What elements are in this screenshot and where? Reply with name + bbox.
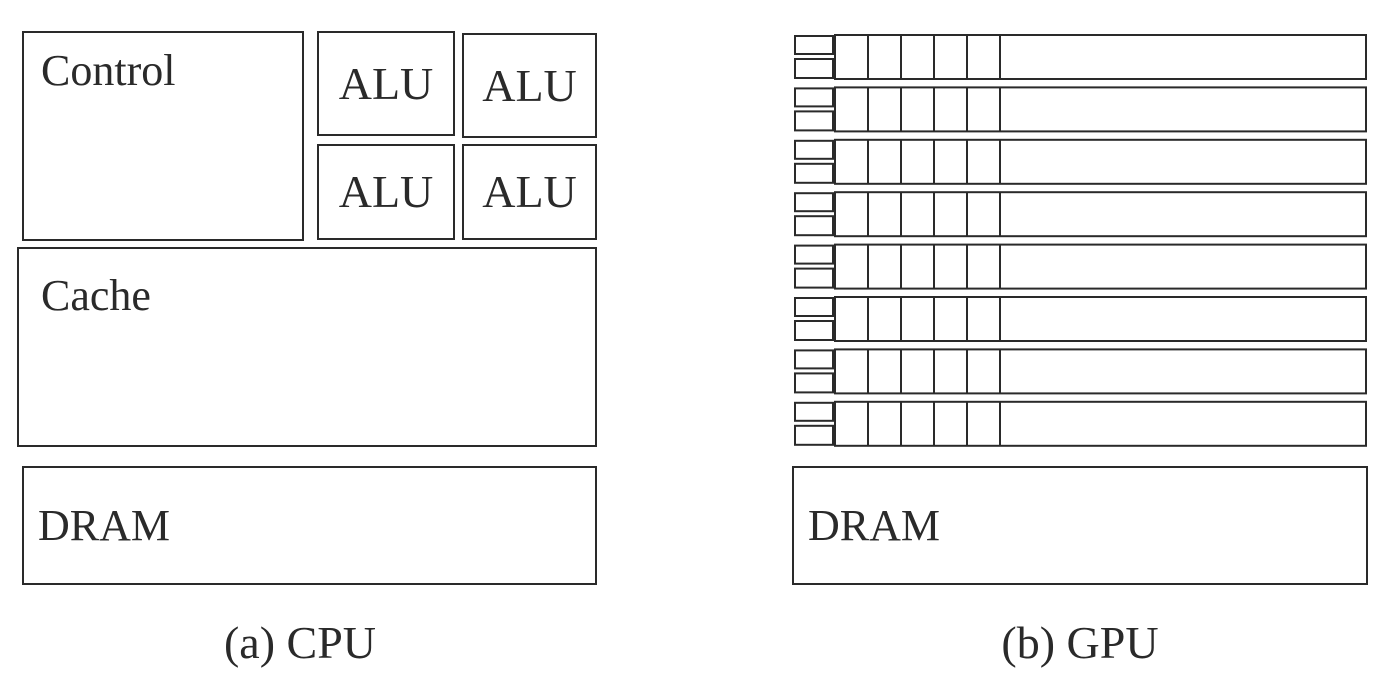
cpu-alu-label: ALU xyxy=(482,59,577,111)
cpu-alu-block: ALU xyxy=(462,144,597,240)
gpu-sm-row xyxy=(834,191,1367,238)
gpu-control-block xyxy=(794,349,834,370)
cpu-caption: (a) CPU xyxy=(223,617,377,668)
gpu-dram-block: DRAM xyxy=(792,466,1368,585)
gpu-caption: (b) GPU xyxy=(1001,617,1159,668)
gpu-sm-row xyxy=(834,400,1367,447)
cpu-alu-label: ALU xyxy=(338,166,434,217)
gpu-cache-block xyxy=(794,267,834,289)
gpu-cache-block xyxy=(794,110,834,132)
gpu-cache-block xyxy=(794,320,834,341)
gpu-dram-label: DRAM xyxy=(808,501,941,550)
gpu-cache-block xyxy=(794,372,834,394)
cpu-alu-block: ALU xyxy=(462,33,597,138)
gpu-control-block xyxy=(794,192,834,213)
gpu-sm-row xyxy=(834,34,1367,80)
cpu-control-block: Control xyxy=(22,31,304,241)
gpu-sm-row xyxy=(834,296,1367,342)
gpu-control-block xyxy=(794,401,834,422)
gpu-sm-row xyxy=(834,348,1367,395)
gpu-sm-row xyxy=(834,138,1367,185)
cpu-dram-label: DRAM xyxy=(38,501,171,550)
cpu-dram-block: DRAM xyxy=(22,466,597,585)
cpu-cache-label: Cache xyxy=(41,271,151,320)
cpu-alu-block: ALU xyxy=(317,144,455,240)
gpu-sm-row xyxy=(834,86,1367,133)
cpu-cache-block: Cache xyxy=(17,247,597,447)
gpu-control-block xyxy=(794,139,834,160)
gpu-control-block xyxy=(794,87,834,108)
cpu-alu-label: ALU xyxy=(482,166,577,217)
gpu-control-block xyxy=(794,297,834,317)
gpu-cache-block xyxy=(794,215,834,237)
cpu-alu-label: ALU xyxy=(338,57,434,109)
gpu-cache-block xyxy=(794,58,834,79)
gpu-cache-block xyxy=(794,162,834,184)
gpu-cache-block xyxy=(794,424,834,446)
gpu-sm-row xyxy=(834,243,1367,290)
gpu-control-block xyxy=(794,244,834,265)
gpu-control-block xyxy=(794,35,834,55)
cpu-alu-block: ALU xyxy=(317,31,455,136)
cpu-control-label: Control xyxy=(41,46,176,95)
